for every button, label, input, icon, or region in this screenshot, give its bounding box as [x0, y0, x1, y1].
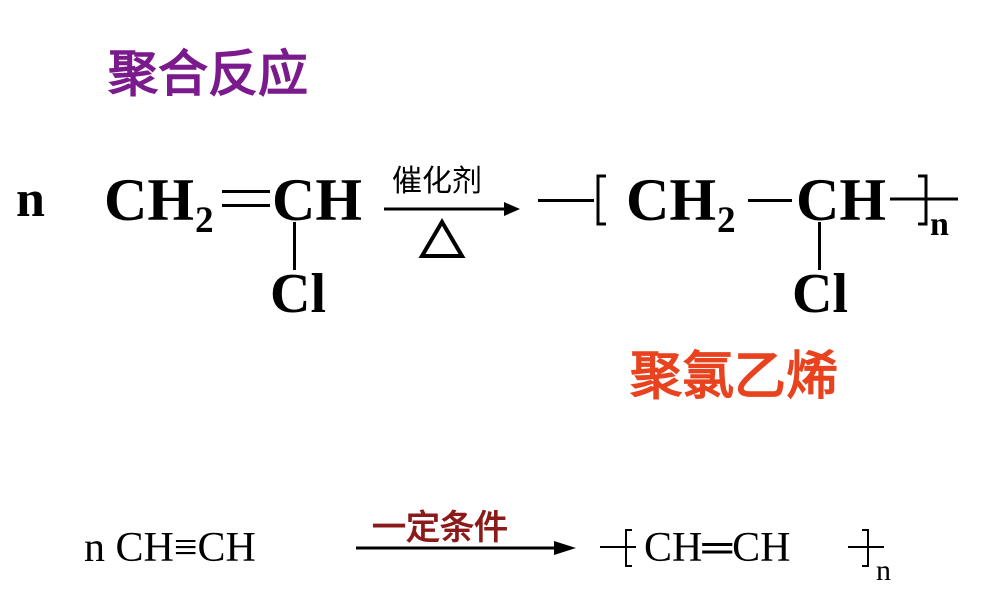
catalyst-label: 催化剂 [392, 164, 482, 199]
double-bond-line-bottom [222, 204, 270, 207]
product-cl-bond [818, 222, 821, 270]
reaction2-product: CH═CH [644, 525, 791, 571]
product-left-bond [538, 199, 594, 202]
product-ch: CH [796, 167, 886, 233]
reactant-cl-bond [293, 222, 296, 270]
double-bond-line-top [222, 190, 270, 193]
condition-label: 一定条件 [372, 508, 508, 548]
reaction2-product-subscript-n: n [876, 554, 891, 587]
page-title: 聚合反应 [108, 45, 308, 103]
product-subscript-n: n [930, 206, 949, 243]
reaction2-reactant-text: n CH≡CH [84, 525, 256, 571]
reactant-ch: CH [272, 167, 362, 233]
reaction2-reactant: n CH≡CH [84, 524, 256, 572]
reactant-ch2-symbol: CH [104, 167, 194, 233]
reactant-cl: Cl [270, 263, 326, 325]
reactant-ch2-subscript: 2 [195, 200, 214, 242]
coefficient-n: n [16, 171, 45, 228]
product-ch2: CH2 [626, 166, 736, 241]
product-ch2-symbol: CH [626, 167, 716, 233]
product-cl: Cl [792, 263, 848, 325]
product-ch2-subscript: 2 [717, 200, 736, 242]
product-middle-bond [748, 199, 792, 202]
reactant-ch2: CH2 [104, 166, 214, 241]
product-name: 聚氯乙烯 [630, 347, 839, 407]
